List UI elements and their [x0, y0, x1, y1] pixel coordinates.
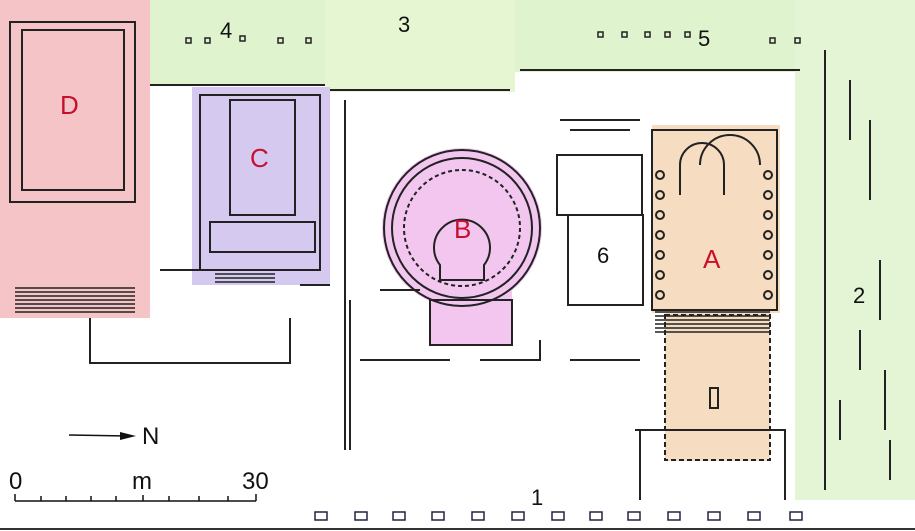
label-A: A: [703, 244, 721, 274]
zone-C: [192, 87, 330, 285]
zone-A: [652, 125, 780, 313]
north-arrow-icon: [68, 432, 136, 440]
piers: [185, 31, 801, 44]
label-3: 3: [398, 12, 411, 37]
label-2: 2: [853, 283, 866, 308]
zone-2: [795, 0, 915, 500]
zone-3: [325, 0, 515, 92]
green-zones: [150, 0, 915, 500]
label-1: 1: [531, 485, 544, 510]
scale-unit: m: [132, 468, 152, 495]
label-5: 5: [698, 26, 711, 51]
columns: [655, 170, 773, 300]
north-label: N: [142, 423, 160, 450]
label-C: C: [250, 143, 269, 173]
bases-row: [314, 511, 803, 521]
label-6: 6: [597, 243, 610, 268]
scale-start: 0: [9, 468, 23, 495]
zone-4: [150, 0, 325, 85]
scale-bar: [14, 494, 257, 502]
zone-B: [382, 148, 542, 308]
label-4: 4: [220, 18, 233, 43]
label-B: B: [454, 214, 472, 244]
stairs: [15, 269, 770, 333]
label-D: D: [60, 90, 79, 120]
zone-5: [515, 0, 800, 72]
walls: [9, 21, 891, 500]
scale-end: 30: [242, 468, 269, 495]
